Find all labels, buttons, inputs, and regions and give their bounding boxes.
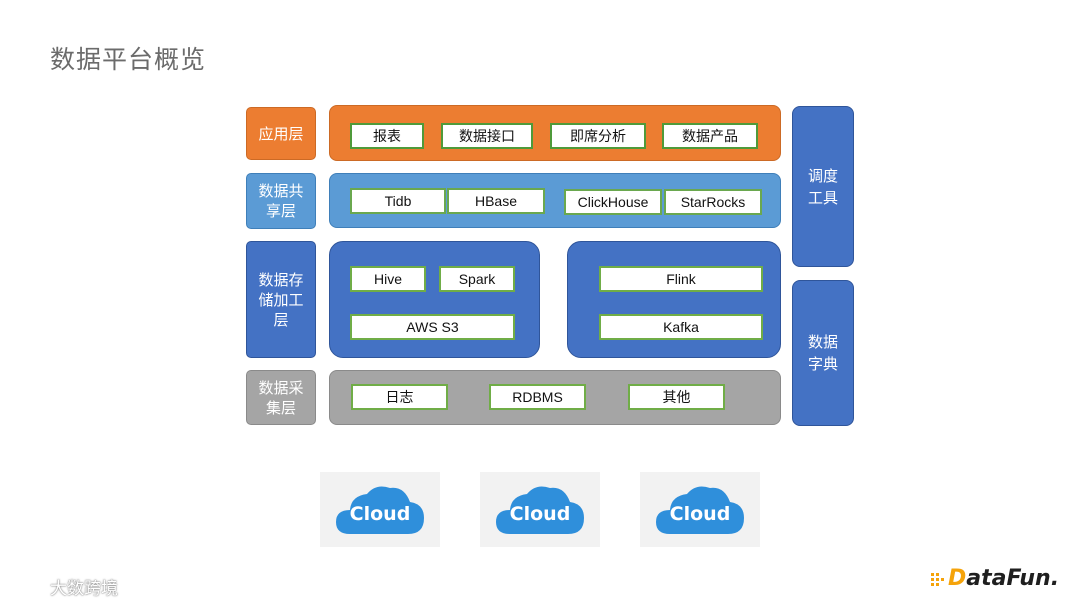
watermark: 大数跨境 [10,574,118,599]
app-item-data-product: 数据产品 [662,123,758,149]
cloud-label-2: Cloud [509,503,571,525]
layer-label-collect-text: 数据采集层 [258,378,304,417]
share-item-tidb: Tidb [350,188,446,214]
cloud-box-1: Cloud [320,472,440,547]
cloud-label-3: Cloud [669,503,731,525]
layer-label-share: 数据共享层 [246,173,316,229]
layer-label-app-text: 应用层 [258,124,304,143]
logo-dots-icon [931,572,944,586]
cloud-icon [336,486,424,534]
storage-item-flink: Flink [599,266,763,292]
cloud-label-1: Cloud [349,503,411,525]
layer-label-share-text: 数据共享层 [258,182,304,220]
app-item-report: 报表 [350,123,424,149]
side-schedule-tools: 调度工具 [792,106,854,267]
cloud-icon [656,486,744,534]
side-data-dictionary-text: 数据字典 [807,333,838,373]
cloud-box-2: Cloud [480,472,600,547]
cloud-box-3: Cloud [640,472,760,547]
logo-rest: ataFun. [966,566,1060,591]
storage-item-spark: Spark [439,266,515,292]
share-item-clickhouse: ClickHouse [564,189,662,215]
page-title: 数据平台概览 [50,45,207,74]
share-layer-panel: Tidb HBase ClickHouse StarRocks [329,173,781,228]
watermark-logo-icon [11,578,44,595]
collect-item-logs: 日志 [351,384,448,410]
share-item-hbase: HBase [447,188,545,214]
app-item-data-api: 数据接口 [441,123,533,149]
storage-item-hive: Hive [350,266,426,292]
collect-item-rdbms: RDBMS [489,384,586,410]
storage-item-aws-s3: AWS S3 [350,314,515,340]
watermark-text: 大数跨境 [50,579,118,599]
side-schedule-tools-text: 调度工具 [807,166,838,207]
layer-label-storage-text: 数据存储加工层 [258,270,304,329]
app-item-adhoc: 即席分析 [550,123,646,149]
app-layer-panel: 报表 数据接口 即席分析 数据产品 [329,105,781,161]
storage-item-kafka: Kafka [599,314,763,340]
logo-first-letter: D [948,566,967,591]
cloud-icon [496,486,584,534]
collect-item-other: 其他 [628,384,725,410]
share-item-starrocks: StarRocks [664,189,762,215]
layer-label-app: 应用层 [246,107,316,160]
side-data-dictionary: 数据字典 [792,280,854,426]
layer-label-storage: 数据存储加工层 [246,241,316,358]
storage-stream-panel: Flink Kafka [567,241,781,358]
collect-layer-panel: 日志 RDBMS 其他 [329,370,781,425]
storage-batch-panel: Hive Spark AWS S3 [329,241,540,358]
layer-label-collect: 数据采集层 [246,370,316,425]
